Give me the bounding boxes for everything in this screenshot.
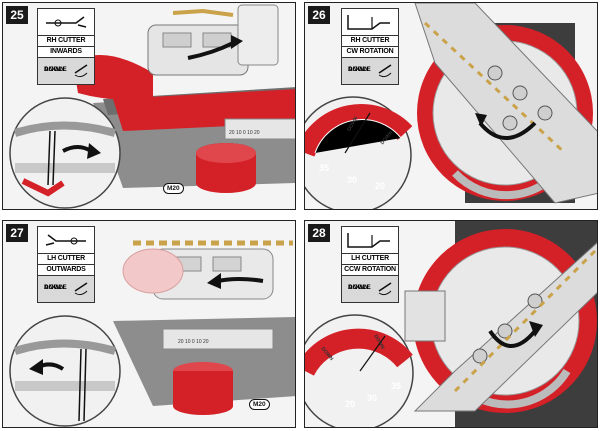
step-27-panel: 20 10 0 10 20 27 LH CUTTER OUTWARDS DOWN… [2,220,296,428]
step-25-panel: 20 10 0 10 20 25 RH CUTTER INWAR [2,2,296,210]
step-26-illustration [305,3,597,209]
svg-text:20 10 0 10 20: 20 10 0 10 20 [229,130,260,136]
cutter-icon [38,9,94,36]
down-label: DOWN [348,66,369,73]
dial-label-30: 30 [367,393,378,403]
dial-label-30: 30 [347,175,358,185]
down-angle-icon [74,64,88,78]
down-angle-icon [74,282,88,296]
dial-label-20: 20 [375,181,386,191]
cutter-direction: OUTWARDS [38,265,94,276]
down-label: DOWN [348,284,369,291]
dial-label-20: 20 [345,399,356,409]
step-number: 28 [308,224,330,242]
cutter-direction: CW ROTATION [342,47,398,58]
step-number: 25 [6,6,28,24]
dial-label-35: 35 [391,381,402,391]
angle-label: ANGLE [348,66,371,73]
step-28-illustration [305,221,597,427]
cutter-type: RH CUTTER [342,36,398,47]
down-label: DOWN [44,284,65,291]
angle-label: ANGLE [44,284,67,291]
step-number: 27 [6,224,28,242]
cutter-icon [38,227,94,254]
down-angle-icon [378,64,392,78]
step-27-illustration: 20 10 0 10 20 [9,240,295,427]
down-angle-icon [378,282,392,296]
cutter-type: RH CUTTER [38,36,94,47]
down-label: DOWN [44,66,65,73]
step-25-illustration: 20 10 0 10 20 [9,4,295,209]
svg-text:20 10 0 10 20: 20 10 0 10 20 [178,339,209,345]
angle-label: ANGLE [44,66,67,73]
cutter-type: LH CUTTER [38,254,94,265]
dial-label-35: 35 [319,163,330,173]
part-label: M20 [249,399,270,410]
part-label: M20 [163,183,184,194]
step-number: 26 [308,6,330,24]
angle-label: ANGLE [348,284,371,291]
cutter-direction: CCW ROTATION [342,265,398,276]
cutter-icon [342,9,398,36]
cutter-type: LH CUTTER [342,254,398,265]
cutter-direction: INWARDS [38,47,94,58]
cutter-icon [342,227,398,254]
